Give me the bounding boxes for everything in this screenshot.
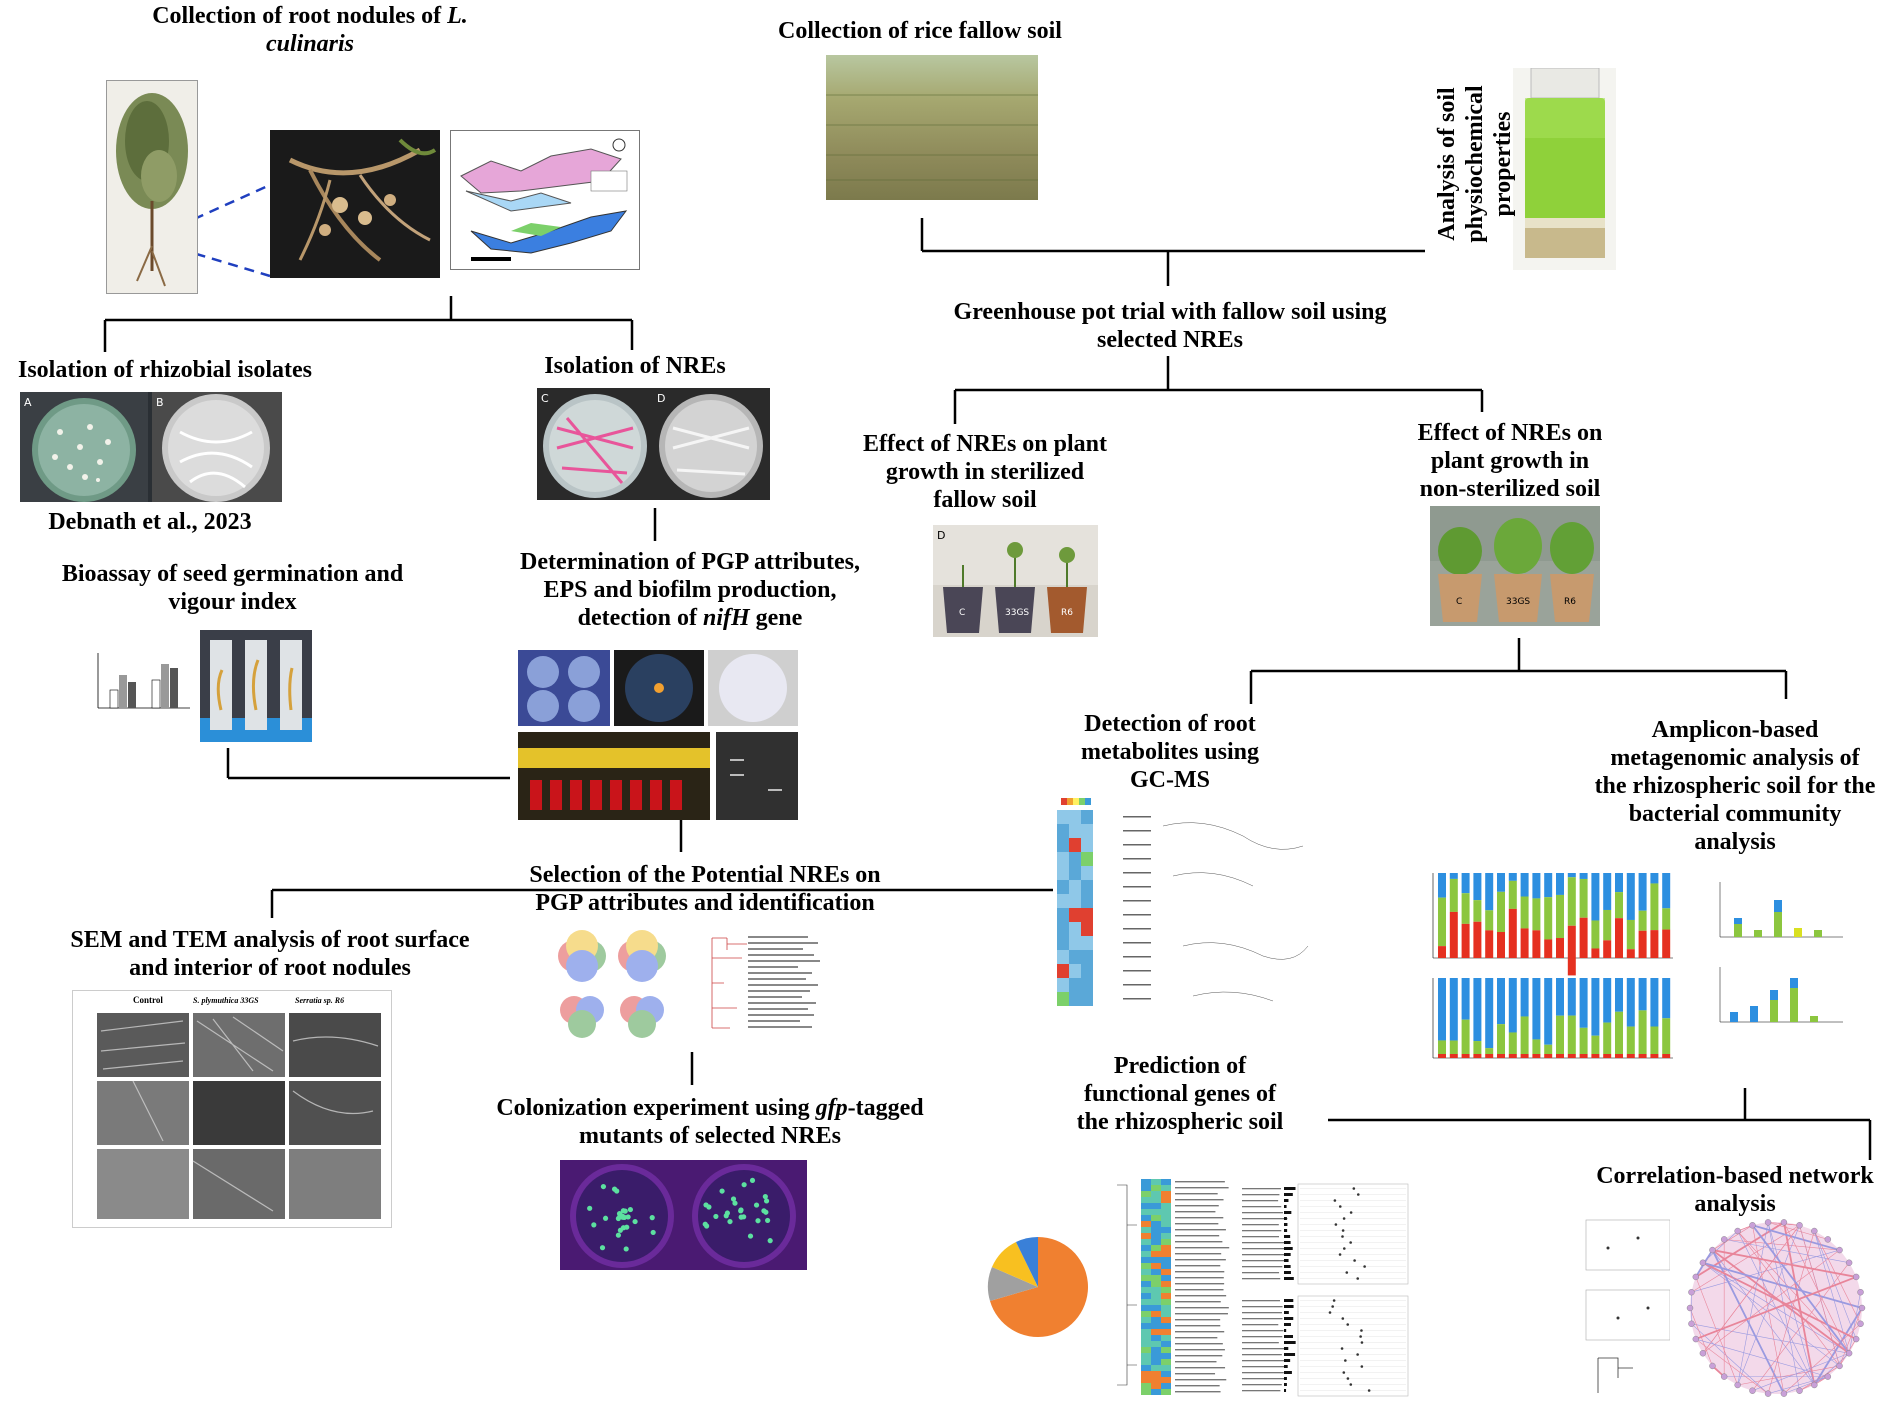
soil-analysis-label: Analysis of soil physiochemical properti…	[1433, 36, 1516, 292]
soil-analysis-line1: Analysis of soil	[1434, 87, 1460, 241]
amplicon-stacked-bar-charts	[1418, 868, 1678, 1063]
collection-nodules-species: culinaris	[265, 31, 355, 57]
pot2-33gs-label: 33GS	[1506, 597, 1530, 607]
pot-panel-d-letter: D	[937, 529, 945, 542]
pgp-line3a: detection of	[577, 605, 703, 631]
nre-plates-photo: C D	[537, 388, 770, 500]
pgp-label: Determination of PGP attributes, EPS and…	[480, 548, 900, 632]
bioassay-line1: Bioassay of seed germination and	[61, 561, 404, 587]
bioassay-line2: vigour index	[168, 589, 297, 615]
greenhouse-label: Greenhouse pot trial with fallow soil us…	[920, 298, 1420, 354]
functional-pie-chart	[950, 1215, 1120, 1355]
functional-dot-plots	[1240, 1178, 1412, 1400]
isolation-nres-label: Isolation of NREs	[544, 353, 726, 379]
amplicon-line4: bacterial community	[1628, 801, 1842, 827]
collection-nodules-genus: L.	[447, 3, 468, 29]
sem-line1: SEM and TEM analysis of root surface	[70, 927, 470, 953]
colonization-gene: gfp	[815, 1095, 848, 1121]
root-nodules-photo	[270, 130, 440, 278]
effect-sterilized-line1: Effect of NREs on plant	[863, 431, 1107, 457]
soil-test-tube-photo	[1513, 68, 1616, 270]
gcms-heatmap-figure	[1053, 796, 1315, 1022]
functional-label: Prediction of functional genes of the rh…	[1060, 1052, 1300, 1136]
germination-tubes-photo	[200, 630, 312, 742]
sampling-map	[450, 130, 640, 270]
functional-line2: functional genes of	[1084, 1081, 1276, 1107]
rhizobial-plates-photo: A B	[20, 392, 282, 502]
colonization-line2: mutants of selected NREs	[579, 1123, 841, 1149]
pot2-c-label: C	[1456, 597, 1462, 607]
pgp-line2: EPS and biofilm production,	[543, 577, 837, 603]
root-metabolites-line2: metabolites using	[1080, 739, 1259, 765]
pot2-r6-label: R6	[1564, 597, 1576, 607]
greenhouse-line2: selected NREs	[1097, 327, 1243, 353]
functional-line1: Prediction of	[1113, 1053, 1247, 1079]
network-line1: Correlation-based network	[1596, 1163, 1874, 1189]
plate-d-letter: D	[657, 392, 665, 405]
root-metabolites-label: Detection of root metabolites using GC-M…	[1045, 710, 1295, 794]
soil-analysis-line2: physiochemical properties	[1462, 85, 1516, 243]
bioassay-chart-thumbnail	[90, 648, 195, 720]
plate-c-letter: C	[541, 392, 549, 405]
effect-sterilized-line2: growth in sterilized	[885, 459, 1085, 485]
pot-33gs-label: 33GS	[1005, 608, 1029, 618]
collection-nodules-line1: Collection of root nodules of	[152, 3, 448, 29]
selection-line1: Selection of the Potential NREs on	[529, 862, 881, 888]
bioassay-label: Bioassay of seed germination and vigour …	[30, 560, 435, 616]
effect-sterilized-line3: fallow soil	[933, 487, 1037, 513]
venn-and-phylogeny-figure	[552, 928, 832, 1046]
network-small-panels	[1578, 1218, 1673, 1400]
selection-label: Selection of the Potential NREs on PGP a…	[490, 861, 920, 917]
pgp-line1: Determination of PGP attributes,	[520, 549, 860, 575]
colonization-line1b: -tagged	[847, 1095, 924, 1121]
sem-column-r6: Serratia sp. R6	[295, 996, 344, 1005]
collection-soil-label: Collection of rice fallow soil	[778, 18, 1062, 44]
effect-nonsterilized-line3: non-sterilized soil	[1419, 476, 1601, 502]
amplicon-line3: the rhizospheric soil for the	[1594, 773, 1876, 799]
correlation-network-graph	[1670, 1208, 1882, 1408]
lentil-plant-photo	[106, 80, 198, 294]
greenhouse-line1: Greenhouse pot trial with fallow soil us…	[953, 299, 1387, 325]
collection-nodules-label: Collection of root nodules of L. culinar…	[110, 2, 510, 58]
effect-nonsterilized-line1: Effect of NREs on	[1417, 420, 1603, 446]
amplicon-line5: analysis	[1694, 829, 1776, 855]
pgp-line3-gene: nifH	[702, 605, 750, 631]
pot-c-label: C	[959, 608, 965, 618]
sem-tem-micrograph-panel: Control S. plymuthica 33GS Serratia sp. …	[72, 990, 392, 1228]
root-metabolites-line3: GC-MS	[1130, 767, 1210, 793]
amplicon-small-bar-charts	[1708, 872, 1848, 1032]
effect-sterilized-label: Effect of NREs on plant growth in steril…	[835, 430, 1135, 514]
citation-label: Debnath et al., 2023	[48, 509, 252, 535]
plate-b-letter: B	[156, 396, 164, 409]
sem-column-33gs: S. plymuthica 33GS	[193, 996, 259, 1005]
pgp-assay-photo-grid	[518, 650, 798, 820]
amplicon-line1: Amplicon-based	[1651, 717, 1819, 743]
pgp-line3b: gene	[749, 605, 803, 631]
colonization-line1a: Colonization experiment using	[496, 1095, 816, 1121]
pots-sterilized-photo: D C 33GS R6	[933, 525, 1098, 637]
sem-column-control: Control	[133, 995, 163, 1005]
amplicon-label: Amplicon-based metagenomic analysis of t…	[1575, 716, 1895, 856]
rice-fallow-field-photo	[826, 55, 1038, 200]
sem-line2: and interior of root nodules	[129, 955, 411, 981]
effect-nonsterilized-label: Effect of NREs on plant growth in non-st…	[1380, 419, 1640, 503]
sem-label: SEM and TEM analysis of root surface and…	[40, 926, 500, 982]
selection-line2: PGP attributes and identification	[535, 890, 875, 916]
amplicon-line2: metagenomic analysis of	[1610, 745, 1860, 771]
pot-r6-label: R6	[1061, 608, 1073, 618]
plate-a-letter: A	[24, 396, 32, 409]
root-metabolites-line1: Detection of root	[1084, 711, 1256, 737]
functional-heatmap-figure	[1115, 1165, 1235, 1405]
effect-nonsterilized-line2: plant growth in	[1430, 448, 1590, 474]
colonization-label: Colonization experiment using gfp-tagged…	[470, 1094, 950, 1150]
network-line2: analysis	[1694, 1191, 1776, 1217]
pots-nonsterilized-photo: C 33GS R6	[1430, 506, 1600, 626]
gfp-plates-photo	[560, 1160, 807, 1270]
isolation-rhizobial-label: Isolation of rhizobial isolates	[17, 357, 312, 383]
functional-line3: the rhizospheric soil	[1076, 1109, 1284, 1135]
network-label: Correlation-based network analysis	[1570, 1162, 1897, 1218]
